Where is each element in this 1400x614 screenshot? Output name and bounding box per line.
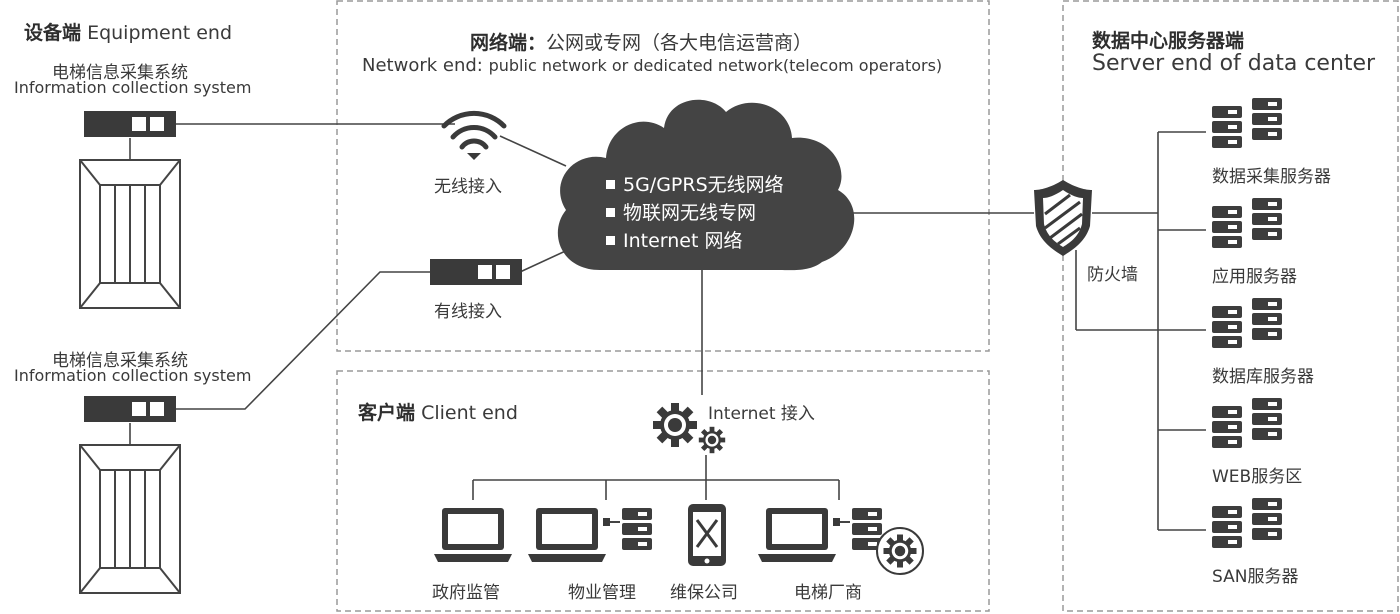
cloud-item-1: 5G/GPRS无线网络: [606, 170, 784, 197]
elevator-car-1: [79, 159, 181, 309]
client-title-en: Client end: [421, 402, 518, 424]
server-label-3: 数据库服务器: [1212, 367, 1314, 387]
server-icon-5: [1212, 498, 1282, 548]
server-label-2: 应用服务器: [1212, 267, 1297, 287]
wireless-access-label: 无线接入: [434, 177, 502, 197]
client-label-2: 物业管理: [568, 583, 636, 603]
client-label-4: 电梯厂商: [794, 583, 862, 603]
cloud-item-3: Internet 网络: [606, 226, 742, 253]
network-subtitle: Network end: public network or dedicated…: [362, 55, 942, 76]
client-label-1: 政府监管: [432, 583, 500, 603]
server-icon-2: [1212, 198, 1282, 248]
plug-icon-1: [603, 518, 620, 526]
system-label-cn-1: 电梯信息采集系统: [52, 63, 188, 83]
laptop-icon-1: [434, 508, 512, 562]
network-zone: [336, 0, 990, 352]
cloud-icon: [557, 99, 855, 271]
wifi-icon: [441, 110, 507, 150]
laptop-icon-2: [528, 508, 606, 562]
server-title-en: Server end of data center: [1092, 51, 1376, 76]
cloud-item-2: 物联网无线专网: [606, 198, 756, 225]
elevator-car-2: [79, 444, 181, 594]
network-title-cn: 网络端：: [470, 32, 547, 54]
server-title-cn: 数据中心服务器端: [1092, 30, 1245, 52]
server-zone: [1062, 0, 1399, 612]
firewall-label: 防火墙: [1087, 265, 1138, 285]
equipment-title: 设备端 Equipment end: [24, 18, 232, 45]
server-label-1: 数据采集服务器: [1212, 167, 1331, 187]
gear-icon-large: [653, 403, 697, 447]
collector-box-1: [84, 111, 176, 137]
collector-box-2: [84, 396, 176, 422]
wired-access-box: [430, 259, 522, 285]
client-title-cn: 客户端: [358, 402, 416, 424]
shield-icon: [1034, 180, 1092, 256]
server-icon-client-1: [622, 508, 652, 550]
system-label-en-2: Information collection system: [14, 366, 252, 385]
internet-access-label: Internet 接入: [708, 404, 815, 424]
laptop-icon-3: [758, 508, 836, 562]
plug-icon-2: [833, 518, 850, 526]
server-icon-1: [1212, 98, 1282, 148]
system-label-cn-2: 电梯信息采集系统: [52, 351, 188, 371]
server-icon-3: [1212, 298, 1282, 348]
server-label-5: SAN服务器: [1212, 567, 1299, 587]
equipment-title-cn: 设备端: [24, 22, 82, 44]
settings-gear-icon: [876, 527, 924, 575]
client-zone: [336, 370, 990, 612]
server-icon-4: [1212, 398, 1282, 448]
network-title-rest: 公网或专网（各大电信运营商）: [546, 32, 813, 54]
wifi-dot-icon: [467, 153, 481, 160]
network-subtitle-rest: public network or dedicated network(tele…: [488, 56, 943, 75]
network-title: 网络端：公网或专网（各大电信运营商）: [470, 28, 812, 55]
client-label-3: 维保公司: [670, 583, 738, 603]
connection-lines: [129, 123, 1206, 531]
wired-access-label: 有线接入: [434, 302, 502, 322]
client-title: 客户端 Client end: [358, 398, 518, 425]
gear-icon-small: [698, 426, 726, 454]
server-label-4: WEB服务区: [1212, 467, 1303, 487]
network-subtitle-lead: Network end:: [362, 55, 483, 76]
equipment-title-en: Equipment end: [87, 22, 233, 44]
system-label-en-1: Information collection system: [14, 78, 252, 97]
phone-wrench-icon: [688, 504, 726, 566]
